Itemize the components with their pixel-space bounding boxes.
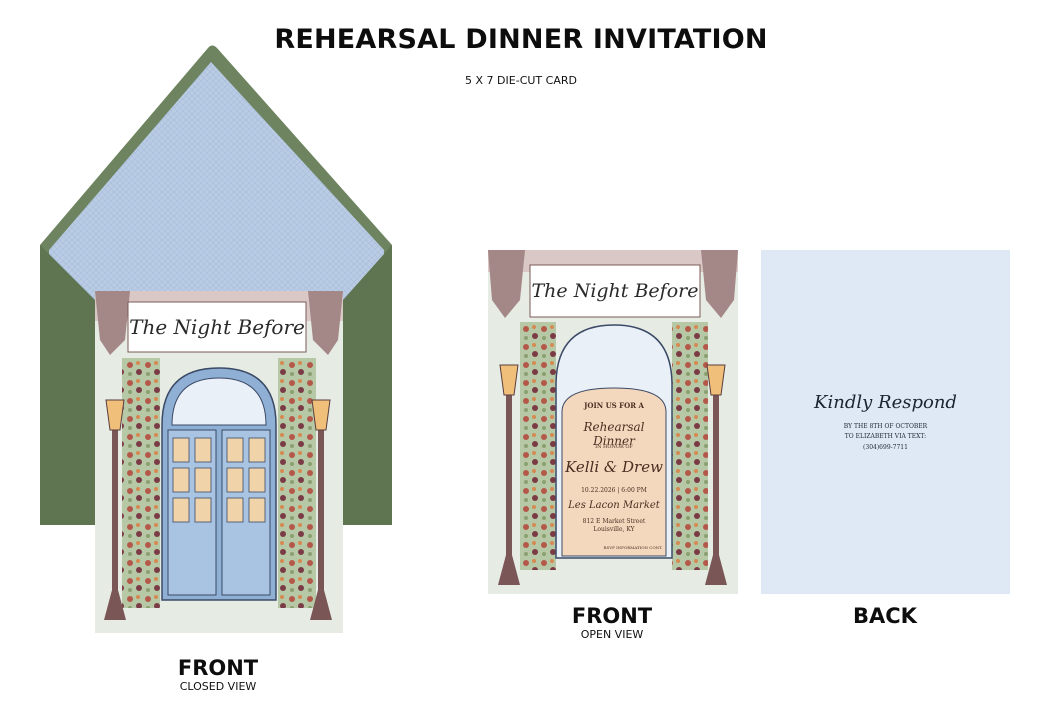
- page-title: REHEARSAL DINNER INVITATION: [274, 24, 768, 55]
- back-card: Kindly Respond BY THE 8TH OF OCTOBER TO …: [761, 250, 1010, 594]
- open-event-text: Rehearsal Dinner: [583, 420, 645, 448]
- open-join-text: JOIN US FOR A: [584, 401, 644, 410]
- closed-caption-title: FRONT: [177, 656, 259, 680]
- open-caption: FRONT OPEN VIEW: [512, 604, 712, 642]
- back-line2: TO ELIZABETH VIA TEXT:: [844, 433, 927, 440]
- open-caption-title: FRONT: [571, 604, 653, 628]
- open-caption-sub: OPEN VIEW: [580, 628, 644, 641]
- back-phone: (304)699-7711: [863, 444, 908, 451]
- open-banner-text: The Night Before: [531, 280, 699, 302]
- closed-card: [95, 291, 343, 633]
- open-honor-text: IN HONOR OF: [595, 444, 633, 450]
- closed-caption: FRONT CLOSED VIEW: [118, 656, 318, 694]
- back-caption-title: BACK: [853, 604, 917, 628]
- open-date-text: 10.22.2026 | 6:00 PM: [581, 487, 647, 494]
- back-line1: BY THE 8TH OF OCTOBER: [843, 423, 928, 430]
- page-subtitle: 5 X 7 DIE-CUT CARD: [465, 74, 577, 87]
- open-couple-text: Kelli & Drew: [565, 458, 663, 476]
- open-street-text: 812 E Market Street: [582, 518, 646, 525]
- open-venue-text: Les Lacon Market: [568, 500, 660, 511]
- closed-banner-text: The Night Before: [129, 315, 305, 339]
- open-card: [488, 250, 738, 594]
- back-caption: BACK: [785, 604, 985, 628]
- open-rsvp-text: RSVP INFORMATION CONT.: [603, 545, 663, 550]
- closed-caption-sub: CLOSED VIEW: [179, 680, 257, 693]
- back-heading: Kindly Respond: [814, 392, 957, 413]
- open-city-text: Louisville, KY: [593, 526, 635, 533]
